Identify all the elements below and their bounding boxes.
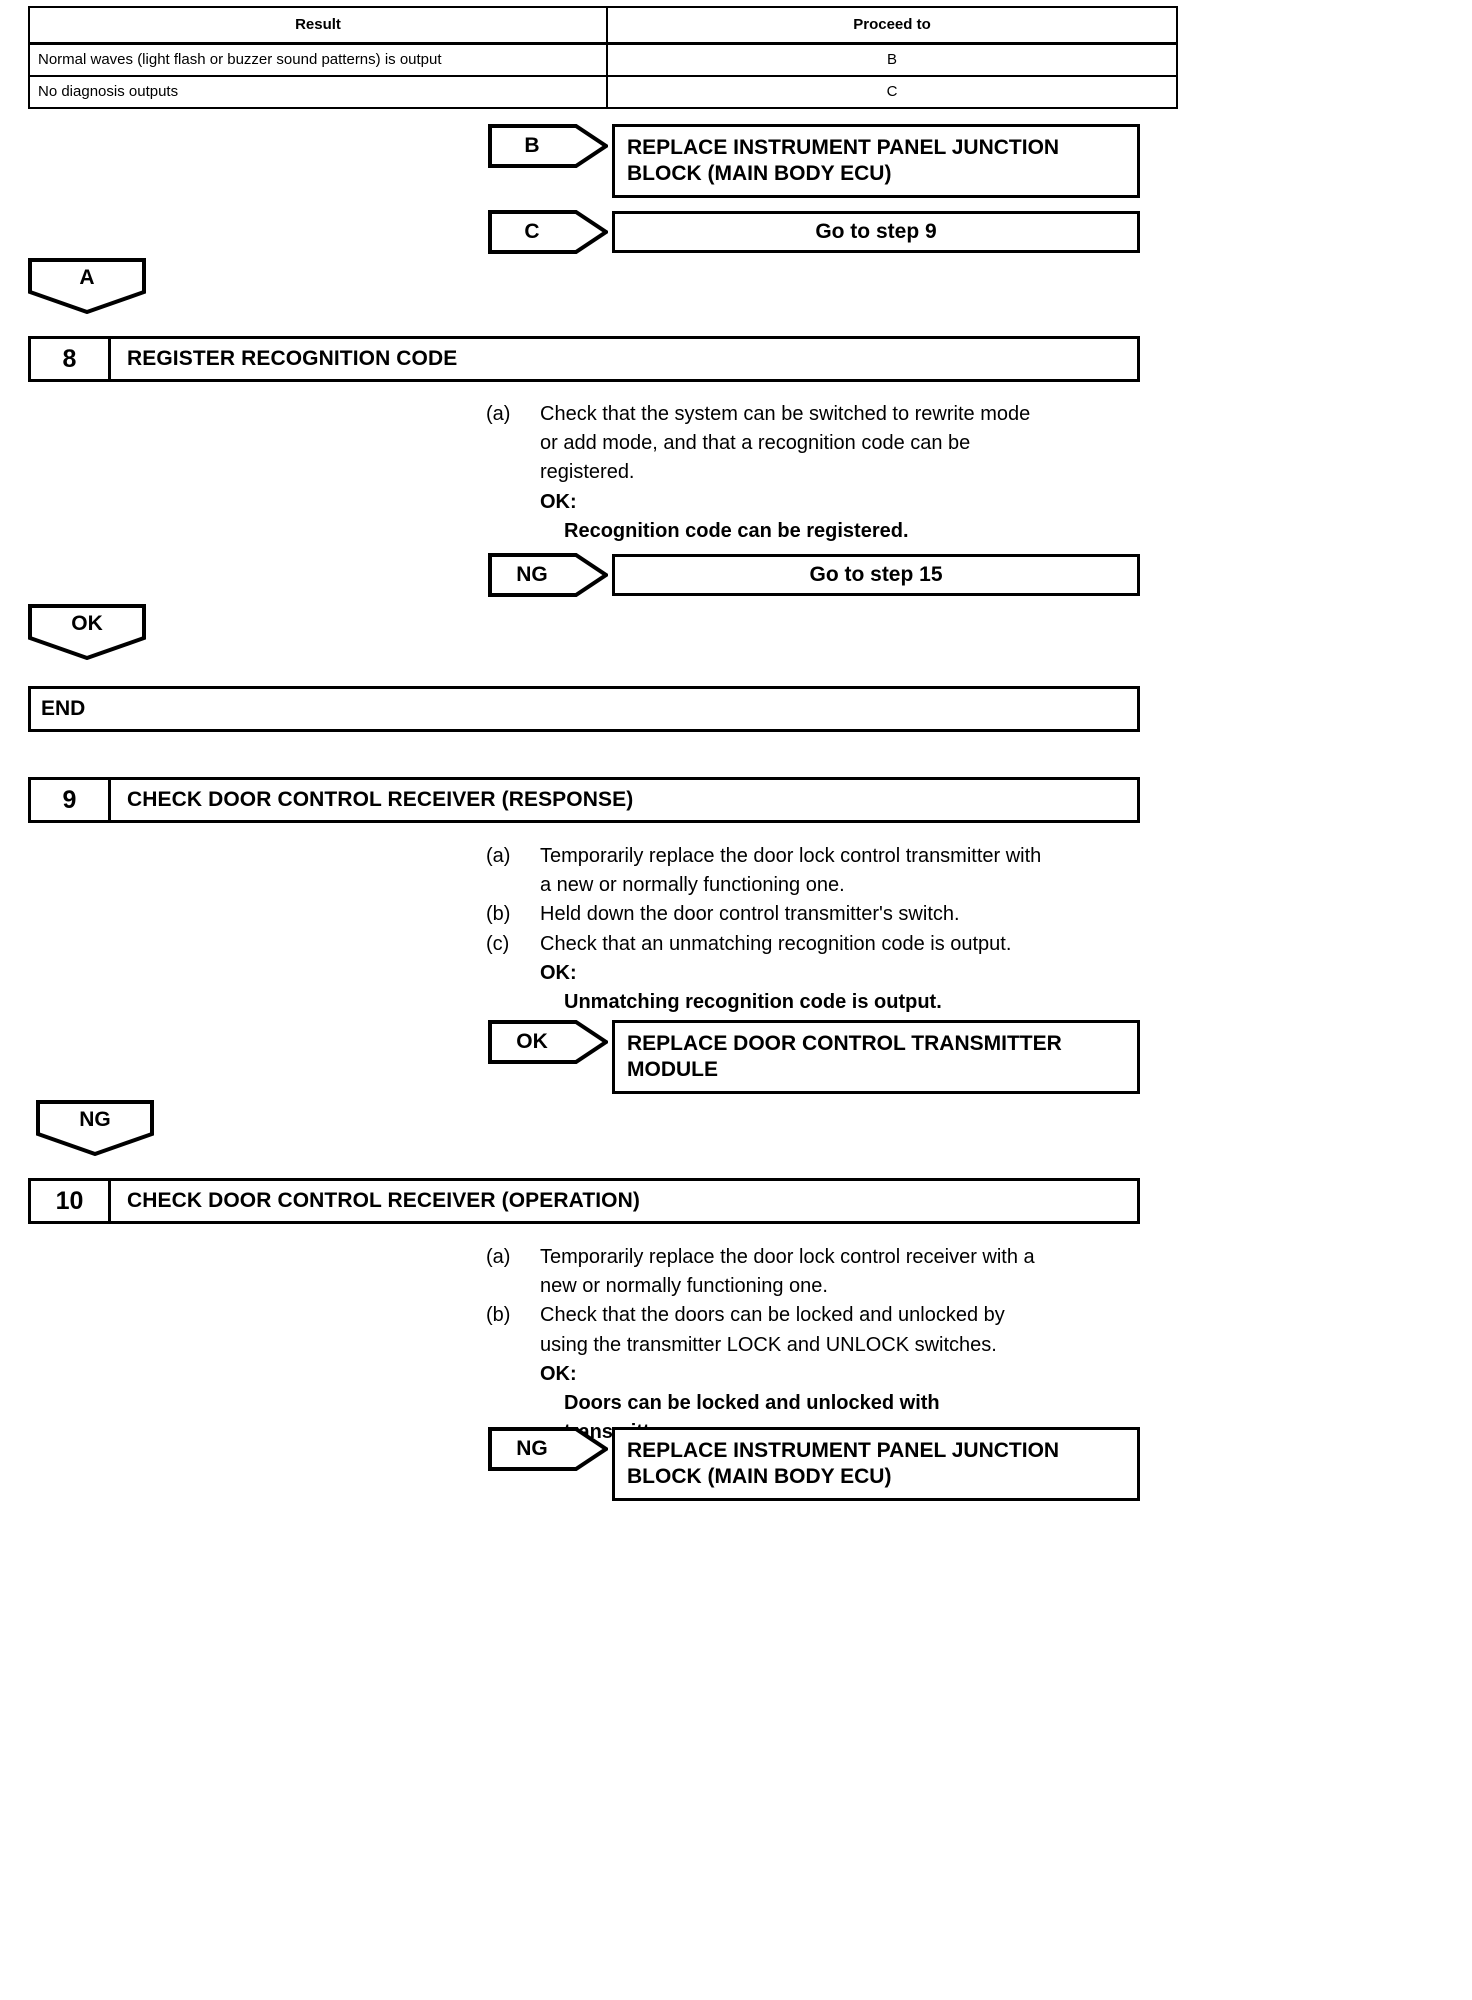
cell-result: No diagnosis outputs xyxy=(28,75,608,109)
action-line-2: BLOCK (MAIN BODY ECU) xyxy=(627,1465,892,1488)
step-10-instructions: (a) Temporarily replace the door lock co… xyxy=(486,1243,1146,1447)
chevron-right-icon xyxy=(488,1020,608,1064)
ok-criteria-line-1: Doors can be locked and unlocked with xyxy=(564,1391,940,1414)
step-header-10: 10 CHECK DOOR CONTROL RECEIVER (OPERATIO… xyxy=(28,1178,1140,1224)
chevron-right-icon xyxy=(488,553,608,597)
table-row: Normal waves (light flash or buzzer soun… xyxy=(28,42,1178,77)
action-box-replace-ipjb-step10: REPLACE INSTRUMENT PANEL JUNCTION BLOCK … xyxy=(612,1427,1140,1501)
instruction-text: Check that the doors can be locked and u… xyxy=(540,1301,1146,1359)
table-row: No diagnosis outputs C xyxy=(28,75,1178,109)
step-header-8: 8 REGISTER RECOGNITION CODE xyxy=(28,336,1140,382)
ok-label: OK: xyxy=(540,1362,577,1385)
step-number: 9 xyxy=(31,780,111,820)
judgement-chevron-ok-step9: OK xyxy=(488,1020,608,1064)
instruction-marker: (a) xyxy=(486,403,511,425)
instruction-item: (a) Check that the system can be switche… xyxy=(486,400,1146,488)
instruction-line: Held down the door control transmitter's… xyxy=(540,903,960,926)
instruction-text: Temporarily replace the door lock contro… xyxy=(540,842,1146,900)
cell-result: Normal waves (light flash or buzzer soun… xyxy=(28,42,608,77)
chevron-right-icon xyxy=(488,1427,608,1471)
instruction-text: Temporarily replace the door lock contro… xyxy=(540,1243,1146,1301)
instruction-line: using the transmitter LOCK and UNLOCK sw… xyxy=(540,1333,997,1356)
step-8-instructions: (a) Check that the system can be switche… xyxy=(486,400,1146,546)
judgement-chevron-ng-step10: NG xyxy=(488,1427,608,1471)
ok-label: OK: xyxy=(540,490,577,513)
result-proceed-table: Result Proceed to Normal waves (light fl… xyxy=(28,6,1178,109)
connector-ng: NG xyxy=(36,1100,154,1156)
action-line-1: REPLACE DOOR CONTROL TRANSMITTER xyxy=(627,1032,1062,1056)
instruction-item: (b) Held down the door control transmitt… xyxy=(486,900,1146,929)
instruction-line: Check that an unmatching recognition cod… xyxy=(540,932,1012,955)
chevron-right-icon xyxy=(488,124,608,168)
ok-criteria: Recognition code can be registered. xyxy=(564,519,909,542)
action-line-1: Go to step 15 xyxy=(809,563,943,587)
action-box-go-to-step-15: Go to step 15 xyxy=(612,554,1140,596)
judgement-chevron-c: C xyxy=(488,210,608,254)
action-box-replace-ipjb-b: REPLACE INSTRUMENT PANEL JUNCTION BLOCK … xyxy=(612,124,1140,198)
column-header-result: Result xyxy=(28,6,608,45)
action-line-2: MODULE xyxy=(627,1058,718,1081)
instruction-item: (c) Check that an unmatching recognition… xyxy=(486,930,1146,959)
chevron-right-icon xyxy=(488,210,608,254)
ok-criteria: Unmatching recognition code is output. xyxy=(564,990,942,1013)
instruction-item: (b) Check that the doors can be locked a… xyxy=(486,1301,1146,1359)
instruction-text: Check that an unmatching recognition cod… xyxy=(540,930,1146,959)
instruction-text: Check that the system can be switched to… xyxy=(540,400,1146,488)
instruction-line: Check that the doors can be locked and u… xyxy=(540,1304,1005,1327)
instruction-line: a new or normally functioning one. xyxy=(540,874,845,897)
instruction-marker: (a) xyxy=(486,1246,511,1268)
instruction-line: or add mode, and that a recognition code… xyxy=(540,432,971,455)
action-line-1: REPLACE INSTRUMENT PANEL JUNCTION xyxy=(627,1439,1060,1463)
end-label: END xyxy=(41,697,86,720)
step-title: CHECK DOOR CONTROL RECEIVER (OPERATION) xyxy=(127,1189,640,1212)
connector-a: A xyxy=(28,258,146,314)
pentagon-down-icon xyxy=(28,604,146,660)
instruction-line: Temporarily replace the door lock contro… xyxy=(540,1246,1035,1268)
instruction-marker: (c) xyxy=(486,932,510,955)
instruction-text: Held down the door control transmitter's… xyxy=(540,900,1146,929)
action-box-replace-transmitter-module: REPLACE DOOR CONTROL TRANSMITTER MODULE xyxy=(612,1020,1140,1094)
judgement-chevron-b: B xyxy=(488,124,608,168)
action-box-go-to-step-9: Go to step 9 xyxy=(612,211,1140,253)
step-9-instructions: (a) Temporarily replace the door lock co… xyxy=(486,842,1146,1017)
column-header-proceed-to: Proceed to xyxy=(606,6,1178,45)
cell-proceed-to: B xyxy=(606,42,1178,77)
table-header-row: Result Proceed to xyxy=(28,6,1178,45)
ok-label: OK: xyxy=(540,961,577,984)
instruction-item: (a) Temporarily replace the door lock co… xyxy=(486,842,1146,900)
step-header-9: 9 CHECK DOOR CONTROL RECEIVER (RESPONSE) xyxy=(28,777,1140,823)
judgement-chevron-ng-step8: NG xyxy=(488,553,608,597)
action-line-1: REPLACE INSTRUMENT PANEL JUNCTION xyxy=(627,136,1060,160)
step-number: 8 xyxy=(31,339,111,379)
instruction-line: registered. xyxy=(540,461,635,484)
instruction-marker: (b) xyxy=(486,1304,511,1327)
instruction-line: new or normally functioning one. xyxy=(540,1275,828,1298)
pentagon-down-icon xyxy=(28,258,146,314)
instruction-item: (a) Temporarily replace the door lock co… xyxy=(486,1243,1146,1301)
step-number: 10 xyxy=(31,1181,111,1221)
end-box: END xyxy=(28,686,1140,732)
instruction-line: Check that the system can be switched to… xyxy=(540,403,1031,425)
step-title: CHECK DOOR CONTROL RECEIVER (RESPONSE) xyxy=(127,788,634,811)
instruction-marker: (b) xyxy=(486,903,511,926)
cell-proceed-to: C xyxy=(606,75,1178,109)
action-line-2: BLOCK (MAIN BODY ECU) xyxy=(627,162,892,185)
connector-ok: OK xyxy=(28,604,146,660)
instruction-line: Temporarily replace the door lock contro… xyxy=(540,845,1042,867)
pentagon-down-icon xyxy=(36,1100,154,1156)
instruction-marker: (a) xyxy=(486,845,511,867)
step-title: REGISTER RECOGNITION CODE xyxy=(127,347,458,370)
action-line-1: Go to step 9 xyxy=(815,220,937,244)
